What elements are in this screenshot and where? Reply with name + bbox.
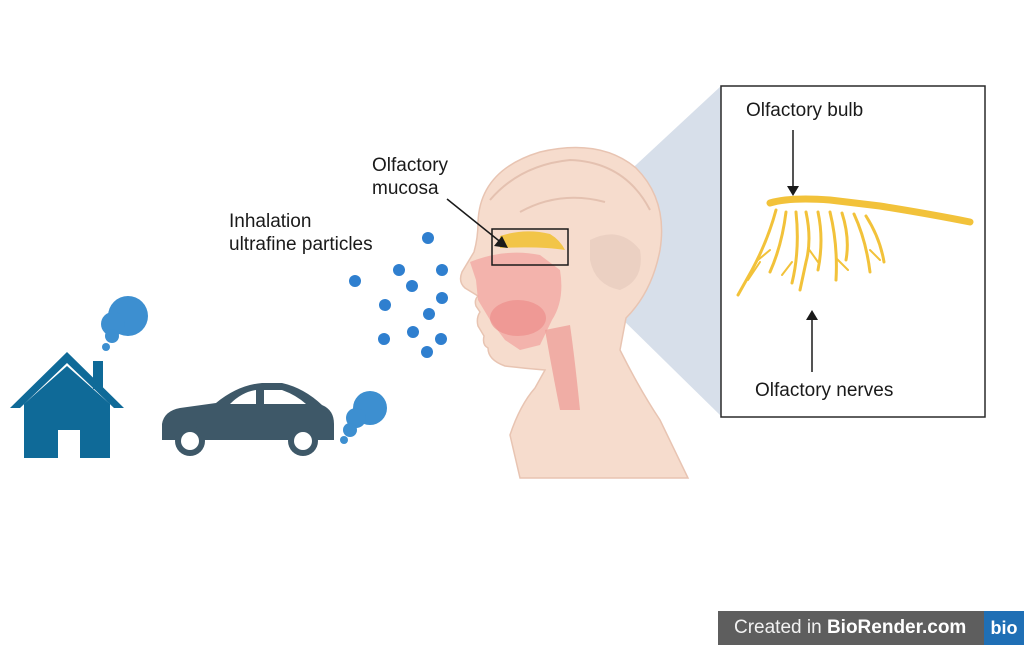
car-icon bbox=[162, 383, 334, 456]
zoom-panel bbox=[720, 85, 986, 418]
particle bbox=[406, 280, 418, 292]
particle bbox=[393, 264, 405, 276]
olfactory-bulb-icon bbox=[736, 195, 974, 297]
particle bbox=[435, 333, 447, 345]
nerves-arrow bbox=[806, 310, 818, 372]
credit-brand: BioRender.com bbox=[826, 617, 967, 638]
particle bbox=[436, 292, 448, 304]
bulb-label: Olfactory bulb bbox=[746, 100, 864, 121]
particle bbox=[423, 308, 435, 320]
olfactory-region-box bbox=[491, 228, 569, 266]
particle bbox=[407, 326, 419, 338]
exhaust-smoke-icon bbox=[340, 391, 387, 444]
bulb-arrow bbox=[787, 130, 799, 196]
ultrafine-particles bbox=[349, 232, 448, 358]
mucosa-label-line1: Olfactory bbox=[372, 155, 449, 176]
mucosa-label-line2: mucosa bbox=[372, 178, 439, 199]
credit-text: Created in BioRender.com bbox=[734, 617, 966, 639]
inhalation-label-line2: ultrafine particles bbox=[229, 234, 373, 255]
inhalation-label-line1: Inhalation bbox=[229, 211, 312, 232]
credit-prefix: Created in bbox=[734, 617, 827, 638]
particle bbox=[378, 333, 390, 345]
particle bbox=[436, 264, 448, 276]
particle bbox=[379, 299, 391, 311]
house-icon bbox=[10, 352, 124, 458]
biorender-credit[interactable]: Created in BioRender.com bio bbox=[718, 611, 1024, 645]
biorender-logo-icon: bio bbox=[984, 611, 1024, 645]
mucosa-arrow bbox=[446, 198, 508, 248]
particle bbox=[349, 275, 361, 287]
nerves-label: Olfactory nerves bbox=[755, 380, 894, 401]
smoke-icon bbox=[101, 296, 148, 351]
particle bbox=[422, 232, 434, 244]
head-icon bbox=[459, 146, 690, 479]
particle bbox=[421, 346, 433, 358]
